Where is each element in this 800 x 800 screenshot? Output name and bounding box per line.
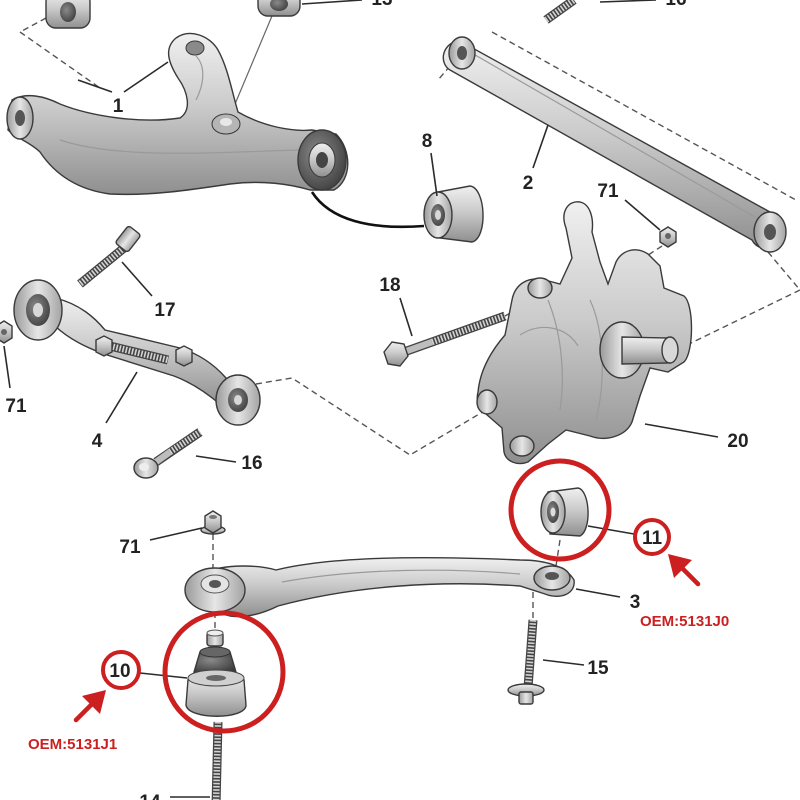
assembly-line-top-bushing — [229, 15, 273, 117]
red-arrow-part-10-icon — [73, 690, 106, 723]
leader-line-71-lower — [149, 527, 203, 541]
label-part-10: 10 — [109, 661, 130, 682]
label-part-18: 18 — [379, 275, 400, 296]
leader-line-17 — [121, 261, 153, 297]
label-part-4: 4 — [92, 431, 103, 452]
part-18-bolt — [383, 311, 507, 367]
part-1-upper-wishbone — [6, 32, 349, 196]
highlight-circle-label-10 — [101, 650, 141, 690]
top-bushing-left — [45, 0, 91, 29]
leader-line-15 — [542, 659, 585, 666]
leader-line-71-left — [3, 345, 11, 389]
leader-line-top-16 — [599, 0, 657, 3]
label-part-2: 2 — [523, 173, 534, 194]
leader-line-1a — [77, 79, 113, 93]
leader-line-18 — [399, 297, 413, 337]
part-15-bolt — [507, 619, 545, 705]
label-top-13: 13 — [371, 0, 392, 10]
label-top-16: 16 — [665, 0, 686, 10]
dashed-line-top-left-b — [19, 31, 101, 89]
part-16-bolt — [133, 428, 203, 479]
leader-line-71-top — [624, 199, 661, 231]
knuckle-left-boss — [476, 389, 498, 415]
leader-line-3 — [575, 588, 621, 598]
knuckle-lower-boss — [509, 435, 535, 457]
callout-labels: 13 16 1 2 8 71 17 18 71 4 16 20 11 71 3 … — [5, 0, 748, 800]
oem-code-part-11: OEM:5131J0 — [640, 613, 729, 630]
label-part-3: 3 — [630, 592, 641, 613]
part-3-lower-arm — [184, 557, 575, 618]
nut-71-lower — [200, 510, 226, 535]
leader-line-1b — [123, 61, 169, 93]
wishbone-knuckle-hole — [185, 40, 205, 56]
label-part-14: 14 — [139, 792, 161, 800]
label-part-1: 1 — [113, 96, 124, 117]
part-4-adjustable-link — [13, 279, 261, 426]
highlight-circle-part-10 — [162, 610, 286, 734]
dashed-line-link-to-knuckle — [255, 377, 487, 456]
label-part-11: 11 — [642, 528, 663, 549]
leader-line-2 — [532, 124, 549, 169]
leader-line-4 — [105, 371, 138, 424]
link-curve-part-1-to-8 — [310, 191, 425, 229]
label-part-16: 16 — [241, 453, 262, 474]
nut-71-left — [0, 320, 13, 344]
part-2-lateral-link — [442, 36, 787, 253]
highlight-circle-part-11 — [508, 458, 612, 562]
label-part-15: 15 — [587, 658, 609, 679]
label-part-8: 8 — [422, 131, 433, 152]
label-part-20: 20 — [727, 431, 748, 452]
label-nut-71-lower: 71 — [119, 537, 141, 558]
top-center-bolt — [543, 0, 577, 24]
oem-code-part-10: OEM:5131J1 — [28, 736, 117, 753]
link-clamp-nut — [175, 345, 193, 367]
leader-line-11 — [587, 525, 635, 535]
part-11-bushing — [540, 487, 589, 537]
dashed-line-part-11-to-arm — [555, 539, 561, 567]
nut-71-top — [659, 226, 677, 248]
part-14-bolt — [211, 721, 223, 800]
part-17-bolt — [77, 225, 141, 288]
leader-lines — [3, 0, 719, 798]
part-20-wheel-knuckle — [476, 201, 693, 465]
leader-line-16 — [195, 455, 237, 463]
label-nut-71-top: 71 — [597, 181, 619, 202]
top-bushing-center — [257, 0, 301, 17]
label-part-17: 17 — [154, 300, 175, 321]
highlight-annotations: OEM:5131J0 OEM:5131J1 — [28, 458, 729, 753]
part-8-bushing — [423, 185, 484, 243]
dashed-line-top-left-a — [19, 17, 47, 33]
part-10-bushing-assembly — [185, 629, 247, 717]
knuckle-upper-boss — [527, 277, 553, 299]
dashed-line-part-2-right-down — [767, 251, 800, 291]
leader-line-8 — [430, 152, 438, 197]
link-adjuster-nut — [95, 335, 113, 357]
dashed-line-part-2-upper — [491, 31, 797, 201]
label-nut-71-left: 71 — [5, 396, 27, 417]
highlight-circle-label-11 — [633, 518, 671, 556]
leader-line-20 — [644, 423, 719, 438]
red-arrow-part-11-icon — [668, 554, 701, 587]
leader-line-13 — [301, 0, 363, 5]
